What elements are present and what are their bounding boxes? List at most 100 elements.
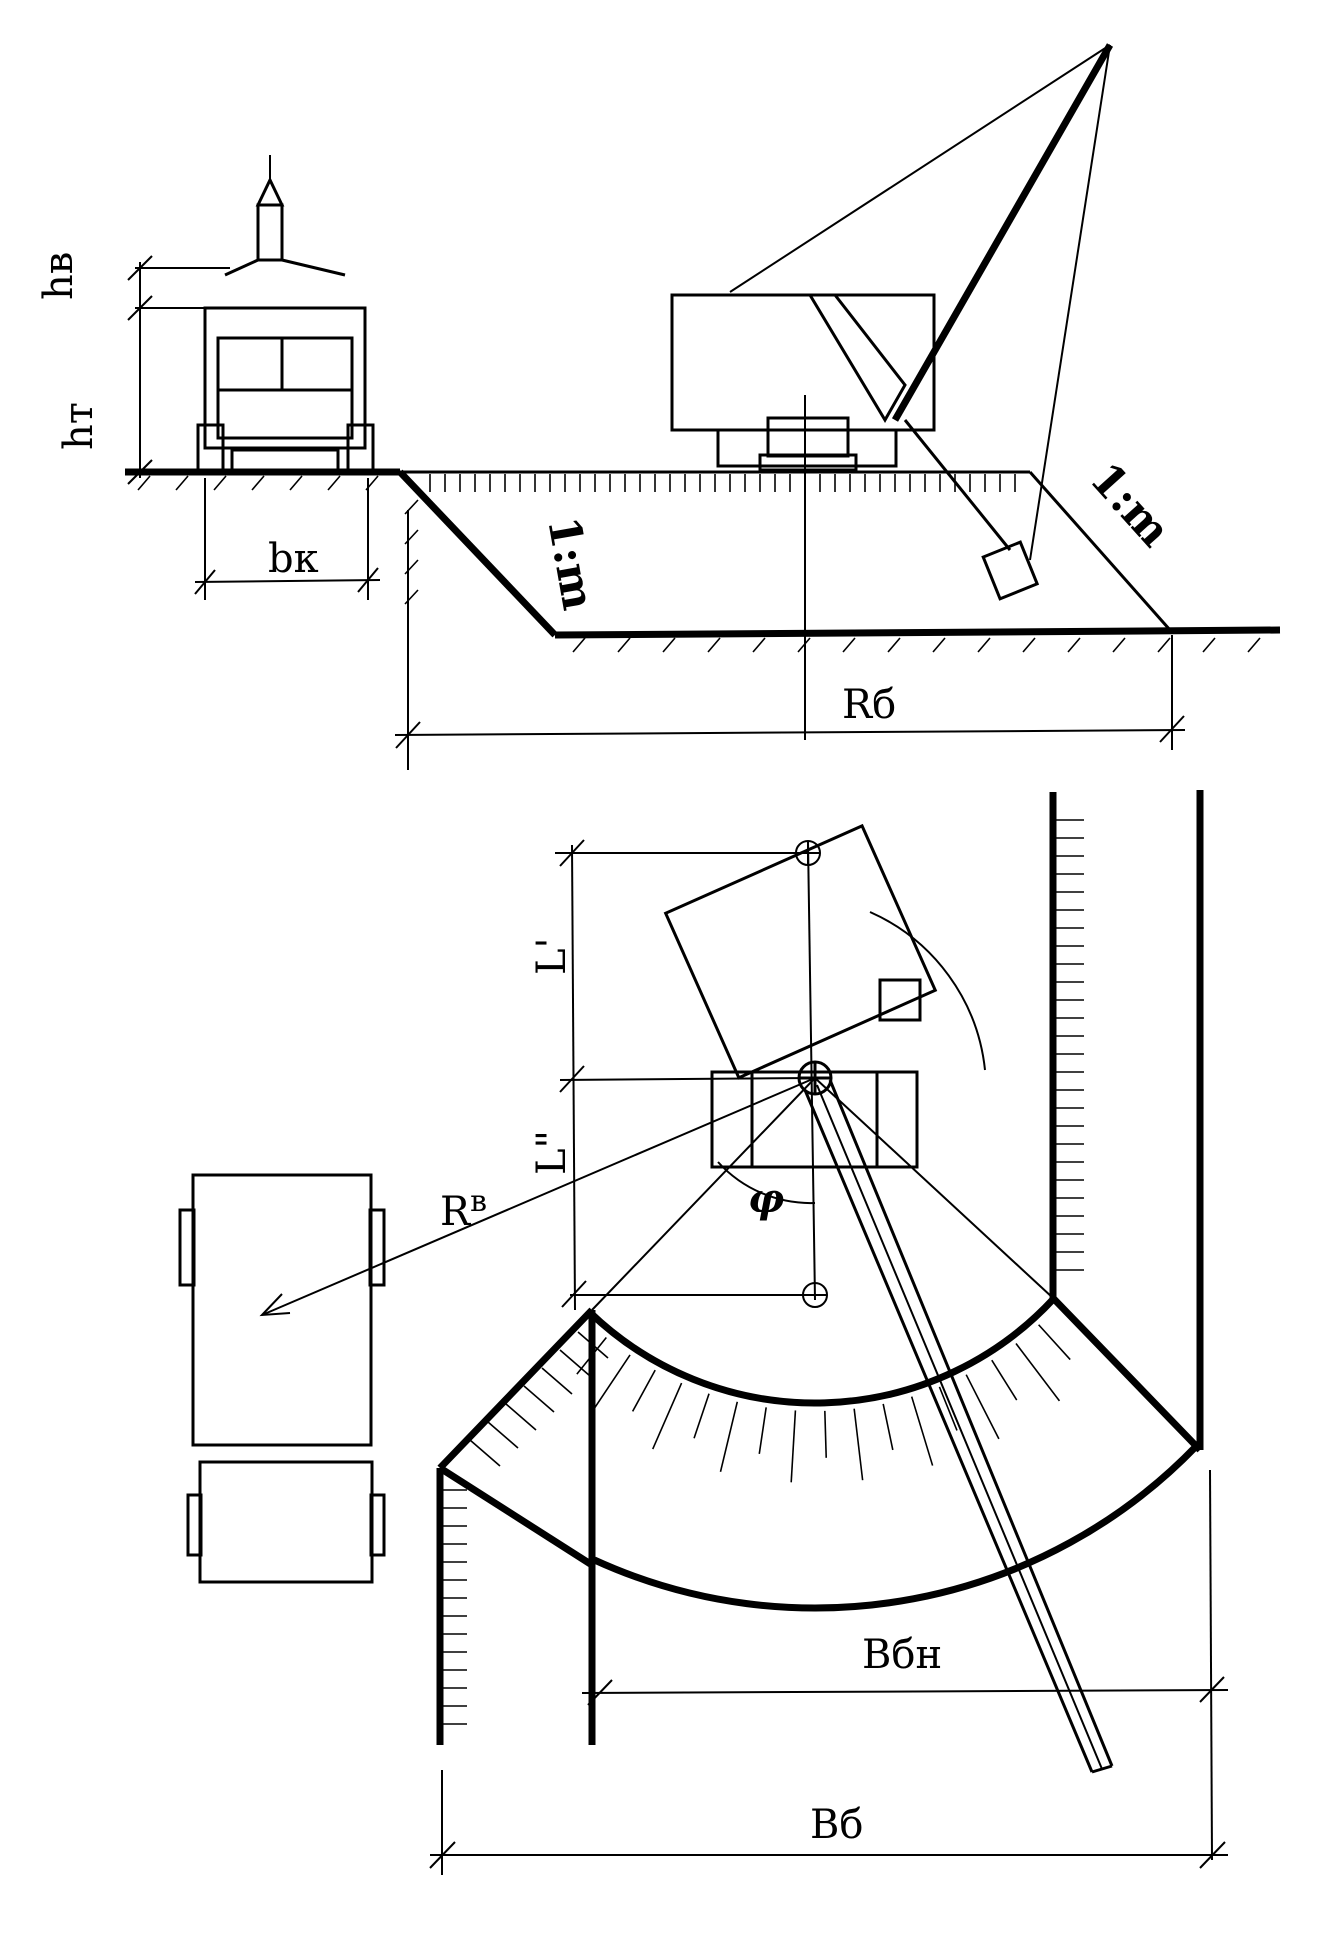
arc-hatch-line [589, 1354, 631, 1416]
label-l-prime: L' [529, 937, 575, 975]
channel-hatch-line [541, 1367, 573, 1395]
arc-hatch-line [631, 1369, 656, 1412]
channel-left-slope [437, 1307, 595, 1471]
channel-hatch-line [505, 1403, 537, 1431]
truck-wheel-left [196, 423, 225, 472]
side-elevation: hв hт bк 1:m 1:m Rб [36, 43, 1281, 770]
arc-hatch-line [758, 1407, 767, 1455]
ground-hatch-line [289, 475, 303, 491]
ground-hatch-line [404, 529, 419, 545]
label-rb: Rб [842, 682, 896, 728]
face-arc-hatching [576, 1324, 1071, 1483]
rotation-arc [869, 911, 986, 1071]
rb-dimension [394, 395, 1186, 770]
face-arc-inner [587, 1296, 1057, 1407]
excavator-tracks [716, 428, 898, 468]
excavator-side [670, 43, 1114, 601]
arc-hatch-line [1038, 1324, 1071, 1361]
boom-cable [729, 44, 1111, 293]
label-phi: φ [748, 1175, 784, 1222]
label-bbn: Bбн [862, 1632, 942, 1678]
plan-view: L' L" Rв φ Bбн Bб [178, 790, 1229, 1875]
label-rv: Rв [440, 1184, 487, 1235]
channel-hatch-line [487, 1421, 519, 1449]
truck-plan-1-body [191, 1173, 373, 1447]
channel-hatch-line [559, 1349, 591, 1377]
label-slope-right: 1:m [1080, 453, 1180, 557]
swing-ray-left [591, 1077, 816, 1311]
ground-hatch-line [977, 637, 991, 653]
ground-hatch-line [662, 637, 676, 653]
ground-hatch-line [932, 637, 946, 653]
ground-hatch-line [752, 637, 766, 653]
swing-ray-right [814, 1077, 1054, 1299]
ground-hatch-line [175, 475, 189, 491]
phi-arc [717, 1161, 816, 1205]
truck-cabin [216, 336, 354, 440]
label-l-double-prime: L" [529, 1130, 575, 1175]
boom-plan-right [828, 1079, 1114, 1767]
truck-plan-2 [186, 1460, 386, 1584]
bucket-icon [224, 155, 346, 277]
channel-hatch-line [577, 1331, 609, 1359]
label-hv: hв [36, 252, 82, 300]
arc-hatch-line [853, 1408, 864, 1481]
bb-dimension [429, 1770, 1228, 1875]
truck-axle [230, 448, 340, 472]
height-dimensions [127, 255, 230, 485]
face-arc-outer [592, 1443, 1199, 1612]
label-bb: Bб [810, 1802, 863, 1848]
dipper-stick [903, 419, 1012, 551]
arc-hatch-line [910, 1396, 934, 1466]
arc-hatch-line [693, 1393, 710, 1439]
arc-hatch-line [576, 1337, 607, 1375]
truck-plan-1 [178, 1173, 386, 1447]
ground-hatching [137, 475, 1261, 653]
arc-hatch-line [1015, 1343, 1061, 1402]
truck-wheel-right [346, 423, 375, 472]
arc-hatch-line [882, 1403, 894, 1451]
face-right-slope [1050, 1295, 1203, 1453]
bbn-dimension [581, 1469, 1229, 1861]
ground-hatch-line [707, 637, 721, 653]
channel-hatch-line [469, 1439, 501, 1467]
arc-hatch-line [991, 1359, 1018, 1401]
ground-hatch-line [887, 637, 901, 653]
axis-line-plan [807, 841, 816, 1301]
boom-plan-left [803, 1089, 1094, 1773]
ground-hatch-line [617, 637, 631, 653]
hoist-cable [1029, 44, 1111, 561]
ground-hatch-line [213, 475, 227, 491]
ground-hatch-line [1157, 637, 1171, 653]
rv-arrow-line [261, 1077, 816, 1316]
ground-hatch-line [1247, 637, 1261, 653]
arc-hatch-line [938, 1386, 958, 1431]
arc-hatch-line [790, 1410, 797, 1483]
ground-hatch-line [1202, 637, 1216, 653]
label-ht: hт [56, 402, 102, 450]
arc-hatch-line [719, 1401, 739, 1473]
excavator-plan [663, 823, 1114, 1774]
boom [891, 43, 1114, 422]
channel-right-hatching [1056, 819, 1084, 1271]
dipper-bucket [981, 540, 1040, 601]
ground-hatch-line [572, 637, 586, 653]
pit-slope-right [1028, 471, 1172, 631]
ground-hatch-line [327, 475, 341, 491]
ground-hatch-line [251, 475, 265, 491]
channel-left-hatching [443, 1331, 609, 1725]
ground-hatch-line [404, 589, 419, 605]
label-bk: bк [268, 536, 319, 582]
channel-hatch-line [523, 1385, 555, 1413]
ground-hatch-line [404, 559, 419, 575]
ground-hatch-line [404, 499, 419, 515]
pit-slope-left [397, 469, 558, 638]
pit-hatching [429, 474, 1016, 492]
ground-hatch-line [137, 475, 151, 491]
rv-arrow-head [259, 1293, 291, 1317]
ground-hatch-line [1112, 637, 1126, 653]
arc-hatch-line [965, 1374, 1000, 1440]
truck-plan-2-body [198, 1460, 374, 1584]
